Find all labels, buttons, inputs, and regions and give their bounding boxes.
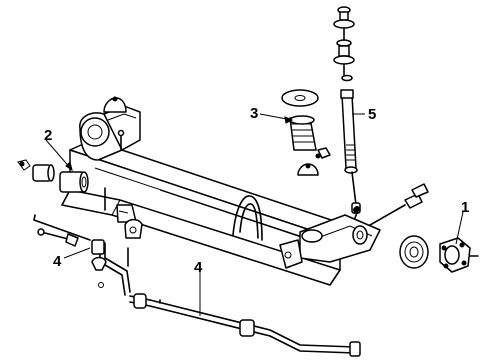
lower-left-bolt	[33, 187, 106, 247]
callout-5: 5	[368, 106, 376, 123]
callout-3: 3	[250, 105, 258, 122]
bushing-set-2	[17, 159, 89, 193]
callout-4-left: 4	[53, 253, 62, 270]
callout-2: 2	[44, 127, 52, 144]
callout-1: 1	[461, 199, 469, 216]
wheel-hub-assembly	[399, 235, 479, 273]
beam-center-bracket	[232, 195, 263, 241]
stabilizer-bar	[99, 242, 361, 357]
bump-stop-boot	[281, 89, 331, 176]
left-trailing-arm	[79, 96, 141, 161]
right-axle-bracket	[279, 183, 429, 269]
shock-absorber	[333, 6, 361, 214]
callout-4-bar: 4	[194, 259, 203, 276]
leader-lines	[45, 113, 464, 316]
stabilizer-clamps	[91, 204, 143, 288]
